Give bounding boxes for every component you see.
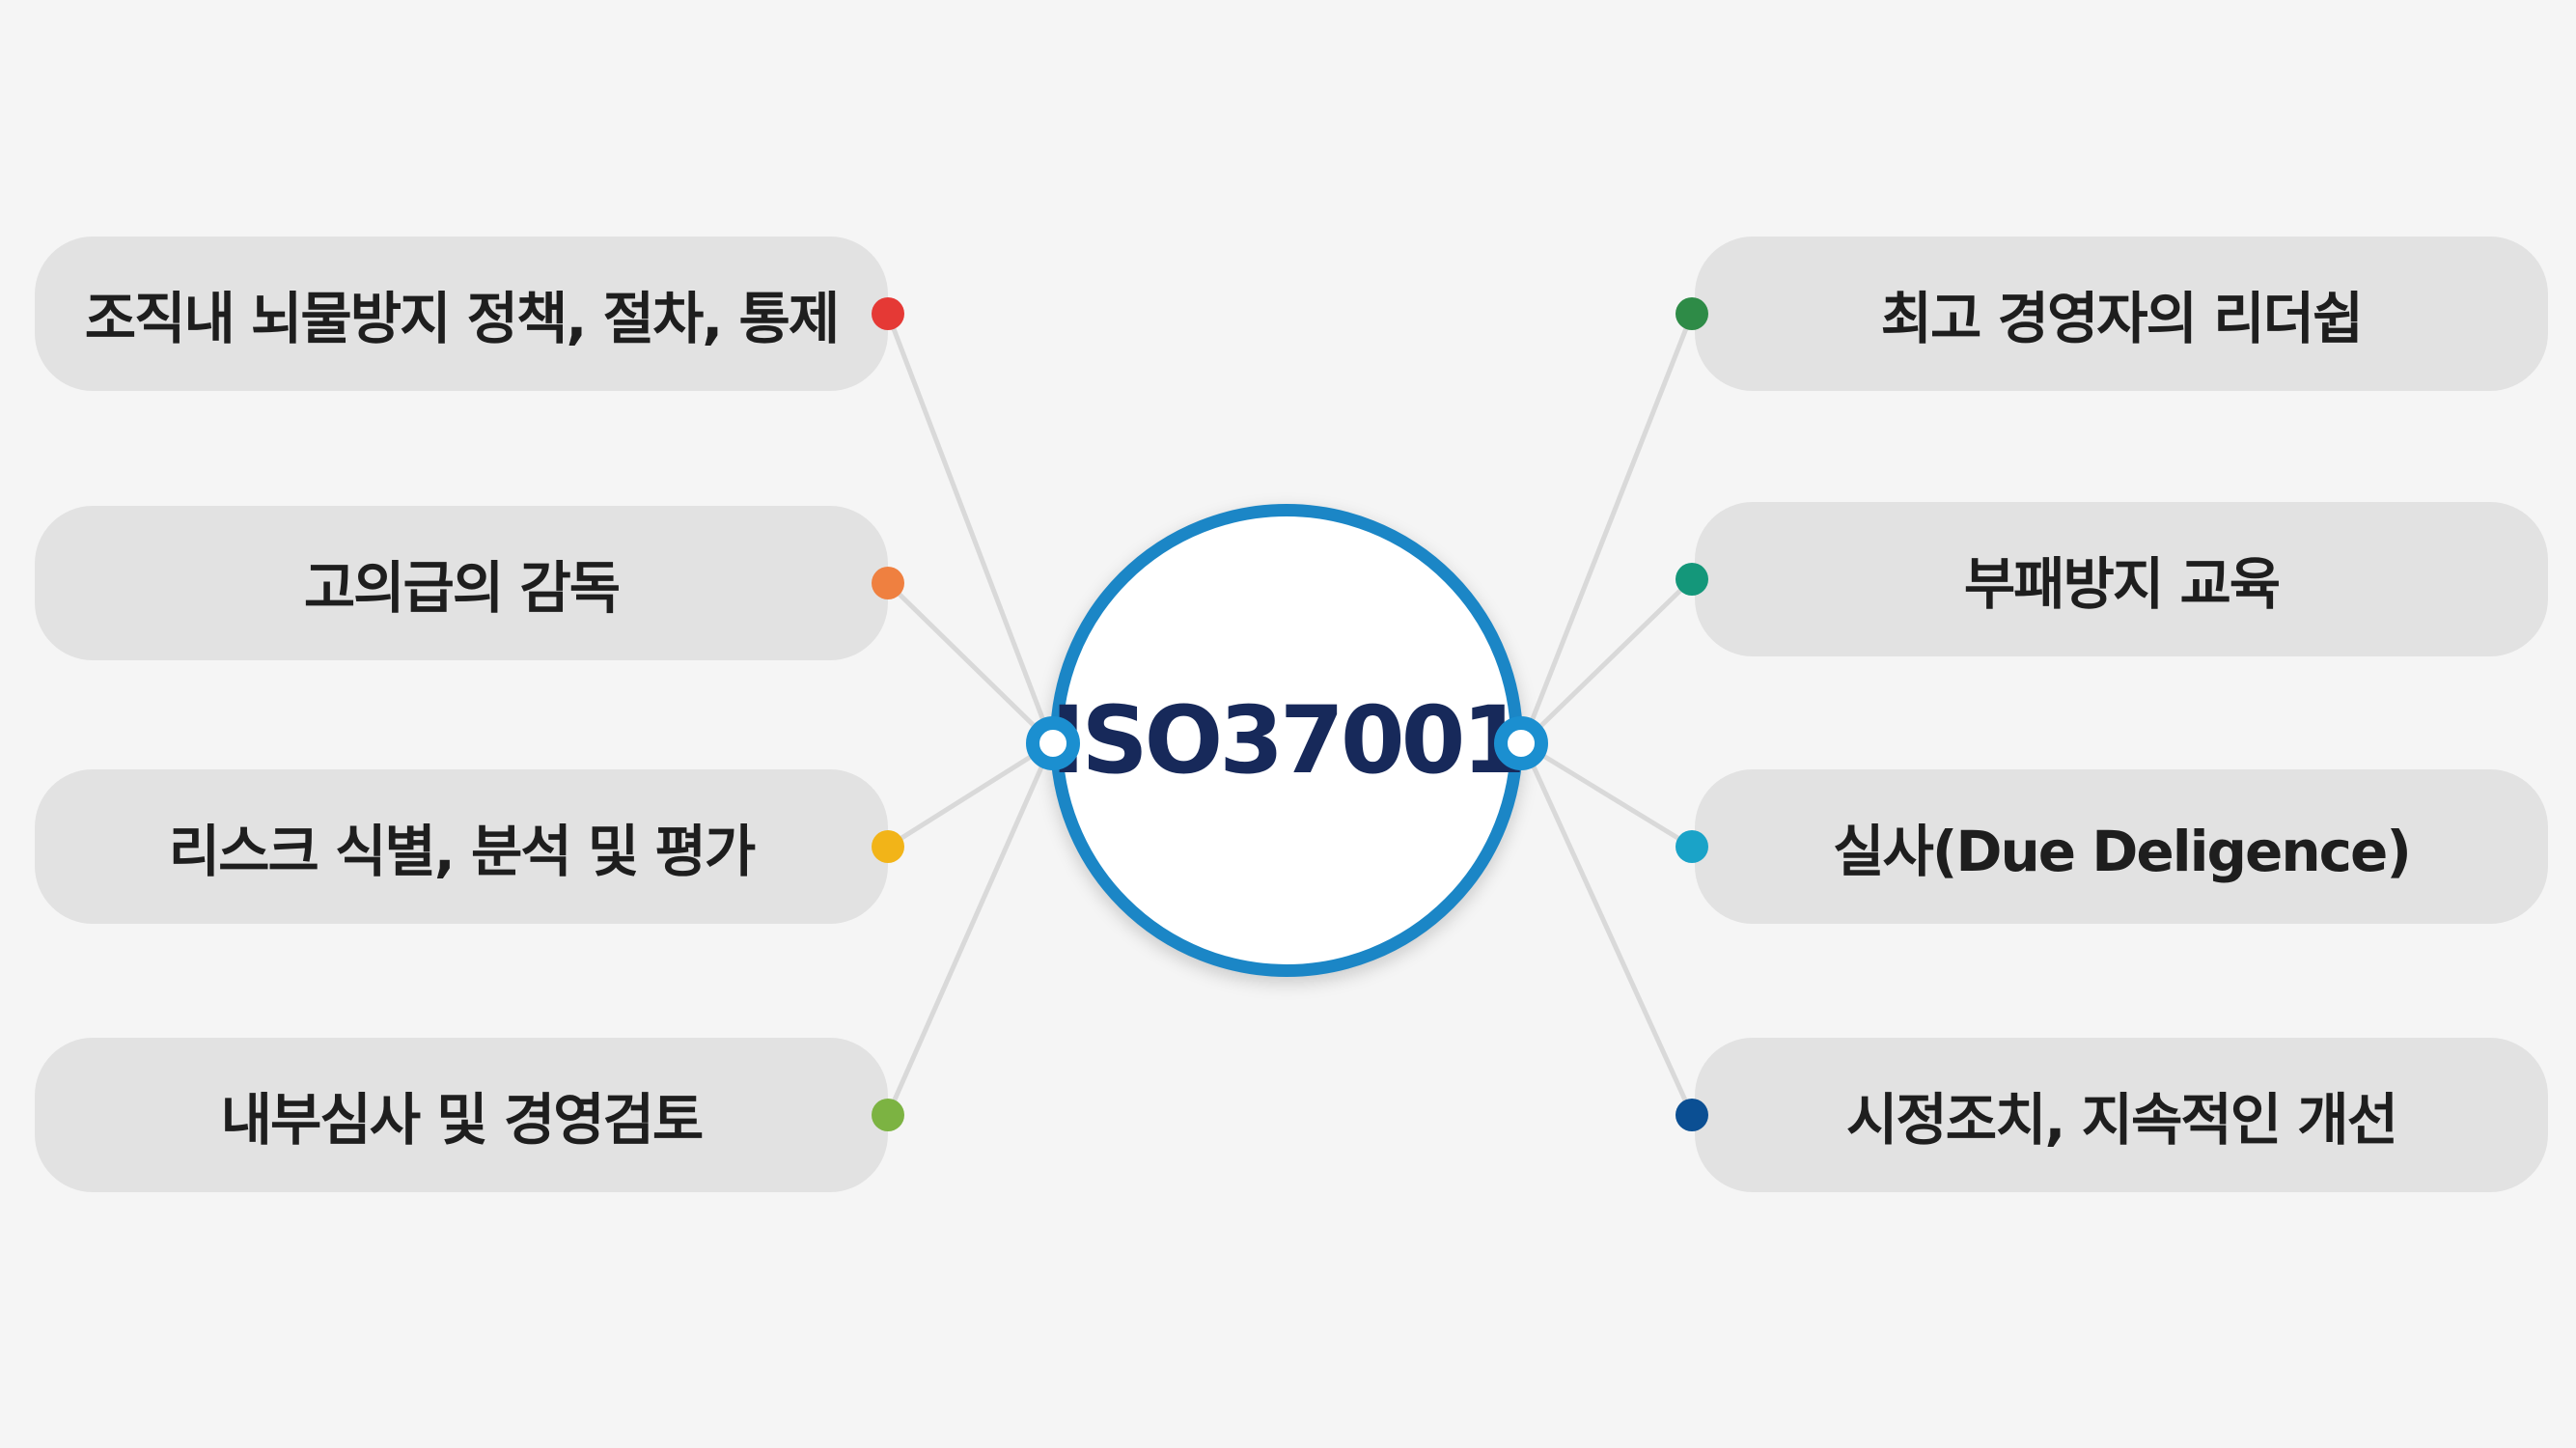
connector-right-4 bbox=[1520, 741, 1695, 1117]
dot-left-4 bbox=[872, 1099, 904, 1131]
item-right-2-label: 부패방지 교육 bbox=[1963, 551, 2281, 617]
item-left-1-label: 조직내 뇌물방지 정책, 절차, 통제 bbox=[84, 286, 841, 351]
item-left-4-label: 내부심사 및 경영검토 bbox=[220, 1087, 705, 1153]
item-left-3-label: 리스크 식별, 분석 및 평가 bbox=[168, 819, 756, 884]
dot-right-3 bbox=[1676, 830, 1708, 863]
connector-left-3 bbox=[886, 740, 1054, 849]
connector-right-2 bbox=[1521, 577, 1694, 745]
item-left-3: 리스크 식별, 분석 및 평가 bbox=[35, 769, 888, 924]
item-right-3-label: 실사(Due Deligence) bbox=[1833, 819, 2412, 884]
item-left-1: 조직내 뇌물방지 정책, 절차, 통제 bbox=[35, 237, 888, 391]
item-left-2-label: 고의급의 감독 bbox=[303, 555, 621, 621]
item-right-4-label: 시정조치, 지속적인 개선 bbox=[1845, 1087, 2398, 1153]
item-right-2: 부패방지 교육 bbox=[1695, 502, 2548, 656]
connector-left-2 bbox=[886, 581, 1054, 745]
dot-left-2 bbox=[872, 567, 904, 599]
connector-right-1 bbox=[1520, 313, 1695, 744]
right-connector-ring bbox=[1494, 716, 1548, 770]
item-right-1: 최고 경영자의 리더쉽 bbox=[1695, 237, 2548, 391]
dot-right-1 bbox=[1676, 297, 1708, 330]
item-right-4: 시정조치, 지속적인 개선 bbox=[1695, 1038, 2548, 1192]
dot-right-2 bbox=[1676, 563, 1708, 596]
dot-right-4 bbox=[1676, 1099, 1708, 1131]
item-left-2: 고의급의 감독 bbox=[35, 506, 888, 660]
dot-left-1 bbox=[872, 297, 904, 330]
item-right-3: 실사(Due Deligence) bbox=[1695, 769, 2548, 924]
connector-right-3 bbox=[1521, 740, 1694, 849]
connector-left-1 bbox=[885, 313, 1055, 744]
connector-left-4 bbox=[885, 741, 1055, 1117]
dot-left-3 bbox=[872, 830, 904, 863]
item-left-4: 내부심사 및 경영검토 bbox=[35, 1038, 888, 1192]
center-label: ISO37001 bbox=[1050, 686, 1526, 794]
left-connector-ring bbox=[1026, 716, 1080, 770]
item-right-1-label: 최고 경영자의 리더쉽 bbox=[1880, 286, 2365, 351]
center-circle: ISO37001 bbox=[1050, 504, 1526, 977]
